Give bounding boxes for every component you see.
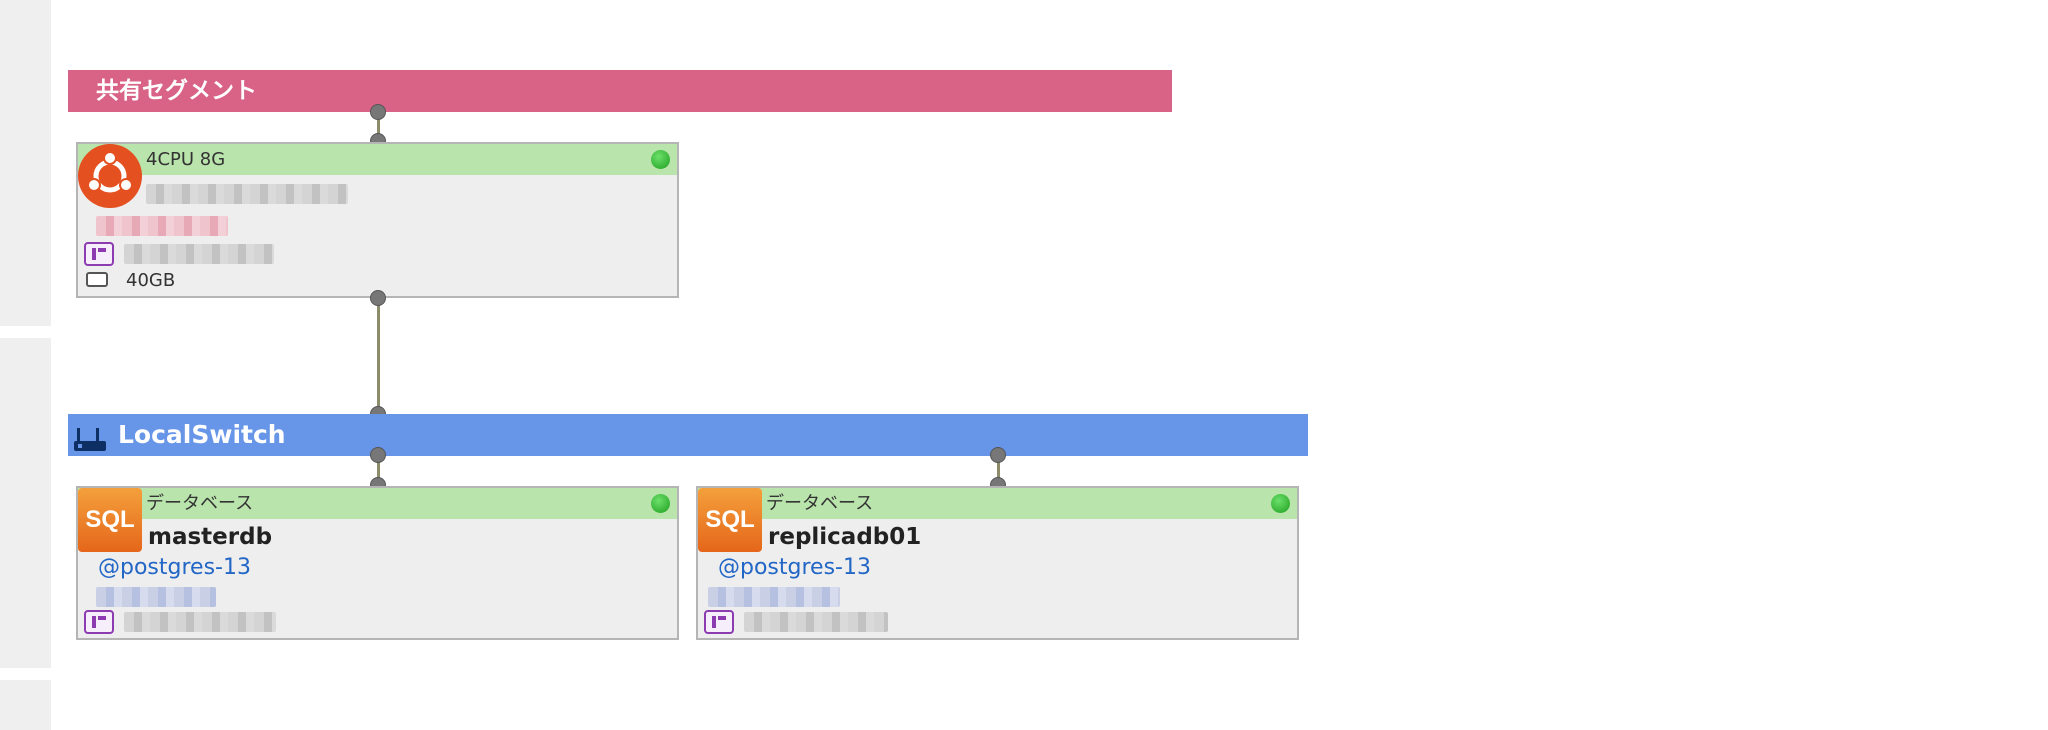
connection-node[interactable] (370, 290, 386, 306)
database-engine: @postgres-13 (98, 555, 251, 580)
status-indicator-icon (651, 150, 670, 169)
connector-line (377, 456, 380, 486)
ubuntu-logo-icon (78, 144, 142, 208)
redacted-ip-address (124, 612, 276, 632)
local-switch-bar[interactable]: LocalSwitch (68, 414, 1308, 456)
redacted-endpoint (96, 587, 216, 607)
database-engine: @postgres-13 (718, 555, 871, 580)
nic-icon (84, 242, 114, 266)
left-rail (0, 0, 51, 730)
database-name: replicadb01 (768, 524, 922, 550)
redacted-ip-address (744, 612, 888, 632)
server-spec: 4CPU 8G (146, 149, 226, 170)
rail-divider (0, 668, 51, 680)
rail-divider (0, 326, 51, 338)
connection-node[interactable] (370, 104, 386, 120)
disk-size: 40GB (126, 270, 176, 291)
redacted-endpoint (708, 587, 840, 607)
segment-label: 共有セグメント (96, 78, 257, 104)
redacted-tag (96, 216, 228, 236)
status-indicator-icon (651, 494, 670, 513)
connector-line (377, 298, 380, 414)
connection-node[interactable] (370, 447, 386, 463)
connector-line (377, 112, 380, 141)
connector-line (997, 456, 1000, 486)
database-name: masterdb (148, 524, 273, 550)
disk-icon (86, 272, 108, 287)
redacted-server-name (146, 184, 348, 204)
status-indicator-icon (1271, 494, 1290, 513)
database-card-header: データベース (78, 488, 677, 519)
database-type-label: データベース (766, 493, 874, 514)
switch-label: LocalSwitch (118, 420, 286, 449)
nic-icon (84, 610, 114, 634)
server-card-header: 4CPU 8G (78, 144, 677, 175)
shared-segment-bar[interactable]: 共有セグメント (68, 70, 1172, 112)
redacted-ip-address (124, 244, 274, 264)
switch-icon (74, 423, 106, 451)
server-card[interactable]: 4CPU 8G 40GB (76, 142, 679, 298)
database-card-header: データベース (698, 488, 1297, 519)
database-type-label: データベース (146, 493, 254, 514)
sql-icon: SQL (78, 488, 142, 552)
nic-icon (704, 610, 734, 634)
connection-node[interactable] (990, 447, 1006, 463)
database-card[interactable]: データベース SQL masterdb @postgres-13 (76, 486, 679, 640)
sql-icon: SQL (698, 488, 762, 552)
database-card[interactable]: データベース SQL replicadb01 @postgres-13 (696, 486, 1299, 640)
